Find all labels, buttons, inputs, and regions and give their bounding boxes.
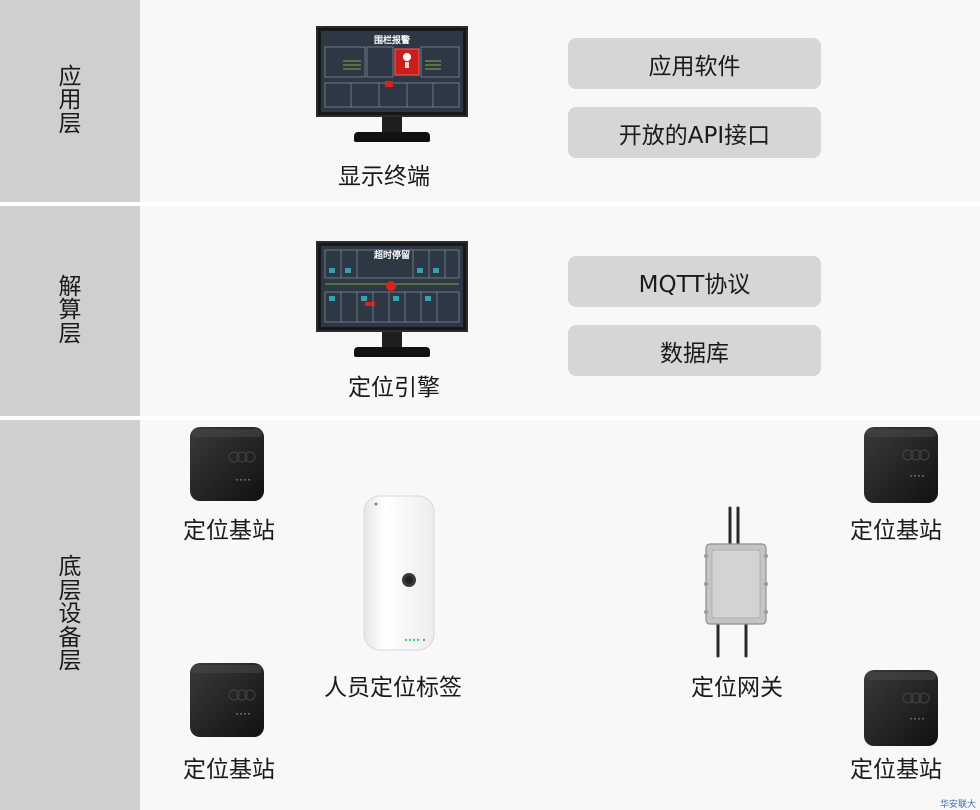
layer-label-computation-text: 解算层 xyxy=(58,273,82,347)
anchor-caption-top-right: 定位基站 xyxy=(850,518,942,544)
monitor-screen: 超时停留 xyxy=(316,241,468,332)
layer-label-device: 底层设备层 xyxy=(0,420,140,810)
layer-label-computation: 解算层 xyxy=(0,206,140,416)
positioning-gateway-device xyxy=(700,506,772,658)
layer-label-application: 应用层 xyxy=(0,0,140,202)
layer-separator-1 xyxy=(0,202,980,206)
layer-label-device-text: 底层设备层 xyxy=(58,554,82,675)
anchor-device-bottom-left xyxy=(188,661,266,739)
floorplan-graphic xyxy=(321,246,463,327)
monitor-screen: 围栏报警 xyxy=(316,26,468,117)
anchor-caption-top-left: 定位基站 xyxy=(183,518,275,544)
positioning-engine-caption: 定位引擎 xyxy=(348,375,440,401)
anchor-caption-bottom-right: 定位基站 xyxy=(850,757,942,783)
anchor-device-top-left xyxy=(188,425,266,503)
anchor-device-bottom-right xyxy=(862,668,940,746)
personnel-tag-device xyxy=(362,494,436,652)
application-software-pill: 应用软件 xyxy=(568,38,821,89)
anchor-caption-bottom-left: 定位基站 xyxy=(183,757,275,783)
positioning-engine-monitor: 超时停留 xyxy=(316,241,468,357)
personnel-tag-caption: 人员定位标签 xyxy=(324,675,462,701)
layer-separator-2 xyxy=(0,416,980,420)
monitor-screen-title: 超时停留 xyxy=(373,251,410,261)
watermark-text: 华安联大 xyxy=(939,800,976,810)
positioning-gateway-caption: 定位网关 xyxy=(691,675,783,701)
anchor-device-top-right xyxy=(862,425,940,503)
open-api-pill: 开放的API接口 xyxy=(568,107,821,158)
display-terminal-caption: 显示终端 xyxy=(338,164,430,190)
database-pill: 数据库 xyxy=(568,325,821,376)
floorplan-graphic xyxy=(321,31,463,112)
mqtt-protocol-pill: MQTT协议 xyxy=(568,256,821,307)
layer-label-application-text: 应用层 xyxy=(58,63,82,137)
monitor-screen-title: 围栏报警 xyxy=(373,36,410,46)
display-terminal-monitor: 围栏报警 xyxy=(316,26,468,142)
